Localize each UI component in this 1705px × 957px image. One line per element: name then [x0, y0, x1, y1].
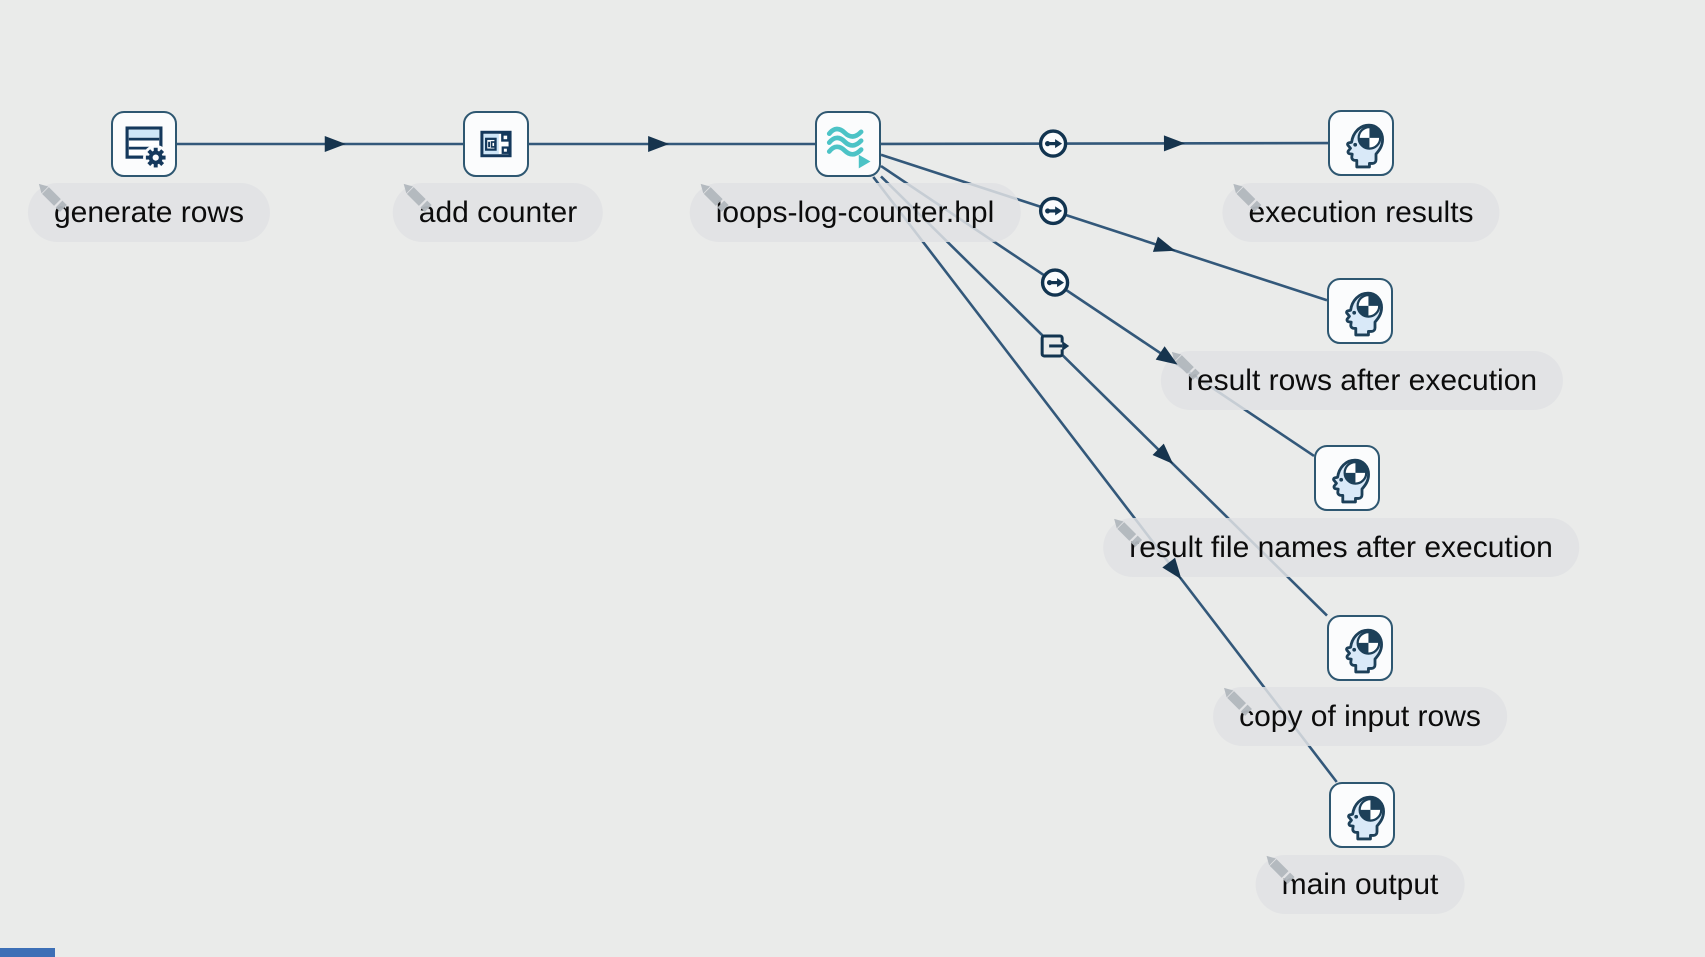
- pipeline-waves-icon: [818, 114, 878, 174]
- hop-line-loops-log-counter-to-execution-results[interactable]: [880, 141, 1329, 146]
- transform-label-pill-loops-log-counter[interactable]: loops-log-counter.hpl: [689, 183, 1021, 242]
- transform-execution-results[interactable]: [1328, 110, 1394, 176]
- transform-label: add counter: [418, 196, 578, 229]
- hop-arrow-icon: [1152, 236, 1176, 252]
- transform-add-counter[interactable]: [463, 111, 529, 177]
- transform-label: generate rows: [53, 196, 245, 229]
- transform-label: main output: [1281, 868, 1439, 901]
- target-circle-icon[interactable]: [1040, 268, 1070, 297]
- transform-label: execution results: [1248, 196, 1474, 229]
- edit-pencil-icon: [685, 169, 742, 226]
- transform-loops-log-counter[interactable]: [815, 111, 881, 177]
- transform-label-pill-add-counter[interactable]: add counter: [392, 183, 604, 242]
- transform-label: loops-log-counter.hpl: [715, 196, 995, 229]
- edit-pencil-icon: [24, 169, 81, 226]
- hop-arrow-icon: [324, 136, 346, 152]
- transform-label: result rows after execution: [1186, 364, 1538, 397]
- edit-pencil-icon: [388, 169, 445, 226]
- hop-arrow-icon: [1152, 443, 1174, 465]
- counter-icon: [466, 114, 526, 174]
- target-circle-icon[interactable]: [1038, 196, 1068, 226]
- dummy-head-icon: [1331, 113, 1391, 173]
- transform-label-pill-main-output[interactable]: main output: [1255, 855, 1465, 914]
- edit-pencil-icon: [1251, 841, 1308, 898]
- transform-result-rows[interactable]: [1327, 278, 1393, 344]
- transform-label-pill-result-file-names[interactable]: result file names after execution: [1103, 518, 1579, 577]
- target-circle-icon[interactable]: [1038, 129, 1068, 158]
- exit-square-icon[interactable]: [1040, 334, 1070, 358]
- transform-main-output[interactable]: [1329, 782, 1395, 848]
- transform-copy-input-rows[interactable]: [1327, 615, 1393, 681]
- transform-label: result file names after execution: [1129, 531, 1553, 564]
- dummy-head-icon: [1317, 448, 1377, 508]
- dummy-head-icon: [1332, 785, 1392, 845]
- transform-generate-rows[interactable]: [111, 111, 177, 177]
- transform-label-pill-generate-rows[interactable]: generate rows: [27, 183, 271, 242]
- transform-result-file-names[interactable]: [1314, 445, 1380, 511]
- status-strip: [0, 948, 55, 957]
- transform-label-pill-execution-results[interactable]: execution results: [1222, 183, 1500, 242]
- hop-arrow-icon: [1163, 135, 1185, 152]
- dummy-head-icon: [1330, 618, 1390, 678]
- table-gear-icon: [114, 114, 174, 174]
- transform-label-pill-copy-input-rows[interactable]: copy of input rows: [1213, 687, 1507, 746]
- transform-label-pill-result-rows[interactable]: result rows after execution: [1160, 351, 1564, 410]
- hop-arrow-icon: [648, 136, 670, 152]
- transform-label: copy of input rows: [1239, 700, 1481, 733]
- dummy-head-icon: [1330, 281, 1390, 341]
